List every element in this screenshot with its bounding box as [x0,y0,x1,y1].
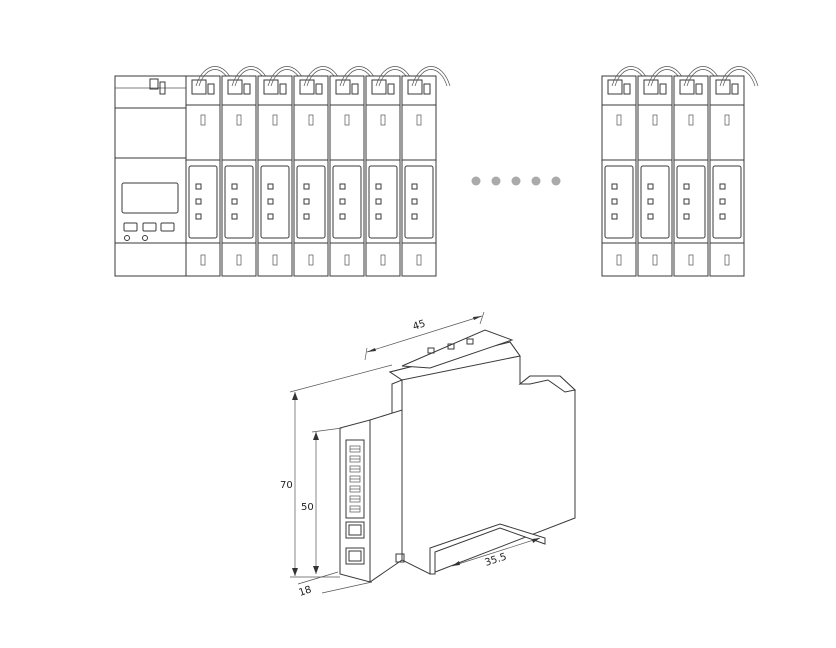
led-indicator [375,213,382,220]
led-indicator [231,198,238,205]
lcd-screen [121,182,179,214]
led-indicator [683,183,690,190]
isometric-module-view: 45 70 50 18 35.5 [280,311,577,599]
dim-depth-label: 18 [298,584,314,598]
rj45-port [345,547,365,565]
led-indicator [647,198,654,205]
dim-height-total-label: 70 [280,480,293,491]
right-module-group [601,66,759,277]
expansion-module [401,66,451,277]
ellipsis-dot [471,176,481,186]
expansion-module [637,66,687,277]
dim-height-front-label: 50 [301,502,314,513]
expansion-module [293,66,343,277]
expansion-module [709,66,759,277]
expansion-module [185,66,235,277]
ellipsis-dot [551,176,561,186]
left-module-group [185,66,451,277]
led-indicator [375,198,382,205]
led-indicator [195,213,202,220]
led-indicator [719,213,726,220]
led-indicator [195,183,202,190]
led-indicator [411,198,418,205]
control-button [123,222,138,232]
led-indicator [719,183,726,190]
led-indicator [647,183,654,190]
led-indicator [339,213,346,220]
expansion-module [365,66,415,277]
rj45-port [345,521,365,539]
led-indicator [267,183,274,190]
terminal-block [349,445,361,513]
module-front-face [339,419,371,583]
led-indicator [303,213,310,220]
assembly-view [114,66,759,277]
led-indicator [303,198,310,205]
led-indicator [231,183,238,190]
led-indicator [611,183,618,190]
led-indicator [411,213,418,220]
control-button [142,222,157,232]
led-indicator [267,213,274,220]
expansion-module [673,66,723,277]
ellipsis-dot [511,176,521,186]
led-indicator [339,198,346,205]
led-indicator [719,198,726,205]
dimension-lines [289,311,541,594]
led-indicator [647,213,654,220]
led-indicator [611,213,618,220]
led-indicator [231,213,238,220]
control-button [160,222,175,232]
expansion-module [221,66,271,277]
dim-rail-label: 35.5 [484,552,509,569]
ellipsis-dot [531,176,541,186]
led-indicator [611,198,618,205]
led-indicator [375,183,382,190]
led-indicator [411,183,418,190]
jumper-cable [411,66,451,87]
status-led [124,235,130,241]
ellipsis-dot [491,176,501,186]
jumper-cable [719,66,759,87]
status-led [142,235,148,241]
led-indicator [683,198,690,205]
led-indicator [267,198,274,205]
expansion-module [329,66,379,277]
led-indicator [683,213,690,220]
led-indicator [303,183,310,190]
ellipsis-dots [471,176,561,186]
led-indicator [339,183,346,190]
led-indicator [195,198,202,205]
dim-width-label: 45 [412,318,428,332]
controller-unit [114,75,187,277]
expansion-module [601,66,651,277]
